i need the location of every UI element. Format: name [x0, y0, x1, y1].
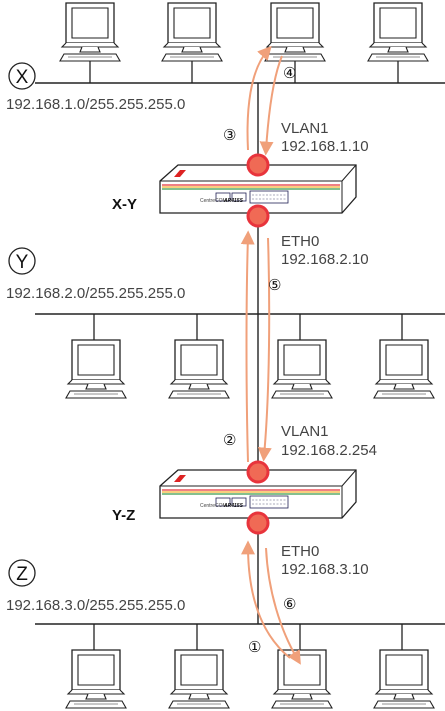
arrow-step-6 — [265, 547, 301, 665]
network-y-subnet: 192.168.2.0/255.255.255.0 — [6, 285, 185, 302]
svg-text:X: X — [16, 67, 29, 88]
interface-dot-xy-vlan1 — [246, 153, 270, 177]
yz-eth0-ip: 192.168.3.10 — [281, 561, 369, 578]
step-6-label: ⑥ — [283, 596, 296, 613]
arrow-step-4 — [259, 55, 283, 156]
xy-eth0-ip: 192.168.2.10 — [281, 251, 369, 268]
pc-y-4 — [373, 339, 435, 399]
router-x-y-name: X-Y — [112, 196, 137, 213]
pc-z-3 — [271, 649, 333, 709]
yz-vlan1-name: VLAN1 — [281, 423, 329, 440]
step-1-label: ① — [248, 639, 261, 656]
svg-text:Y: Y — [16, 252, 29, 273]
xy-vlan1-ip: 192.168.1.10 — [281, 138, 369, 155]
interface-dot-xy-eth0 — [246, 204, 270, 228]
step-4-label: ④ — [283, 65, 296, 82]
arrow-step-5 — [257, 237, 272, 462]
router-y-z-brand: CentreCOM — [200, 503, 227, 509]
pc-z-4 — [373, 649, 435, 709]
svg-text:Z: Z — [16, 564, 28, 585]
step-2-label: ② — [223, 432, 236, 449]
network-x-badge: X — [8, 62, 36, 90]
arrow-step-1 — [241, 540, 291, 659]
pc-z-2 — [168, 649, 230, 709]
pc-y-1 — [65, 339, 127, 399]
network-y-badge: Y — [8, 247, 36, 275]
yz-vlan1-ip: 192.168.2.254 — [281, 442, 377, 459]
router-y-z-model: AR415S — [223, 503, 244, 509]
network-x-subnet: 192.168.1.0/255.255.255.0 — [6, 96, 185, 113]
interface-dot-yz-vlan1 — [246, 460, 270, 484]
arrow-step-3 — [246, 45, 272, 151]
pc-x-4 — [367, 2, 429, 62]
pc-y-3 — [271, 339, 333, 399]
pc-z-1 — [65, 649, 127, 709]
router-y-z-name: Y-Z — [112, 507, 135, 524]
pc-x-3 — [264, 2, 326, 62]
network-z-badge: Z — [8, 559, 36, 587]
interface-dot-yz-eth0 — [246, 511, 270, 535]
yz-eth0-name: ETH0 — [281, 543, 319, 560]
pc-x-1 — [59, 2, 121, 62]
step-5-label: ⑤ — [268, 277, 281, 294]
pc-y-2 — [168, 339, 230, 399]
router-x-y-brand: CentreCOM — [200, 198, 227, 204]
step-3-label: ③ — [223, 127, 236, 144]
xy-vlan1-name: VLAN1 — [281, 120, 329, 137]
router-x-y-model: AR415S — [223, 198, 244, 204]
pc-x-2 — [161, 2, 223, 62]
arrow-step-2 — [240, 230, 255, 463]
xy-eth0-name: ETH0 — [281, 233, 319, 250]
network-z-subnet: 192.168.3.0/255.255.255.0 — [6, 597, 185, 614]
